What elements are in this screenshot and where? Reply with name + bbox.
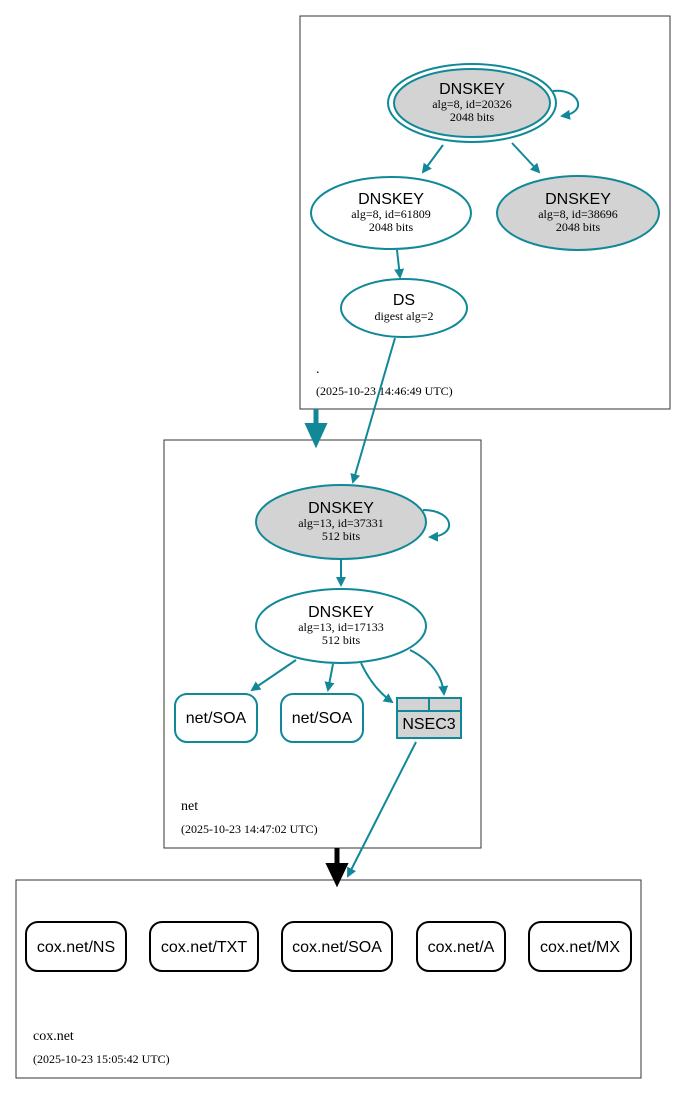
cox-mx-record[interactable]: cox.net/MX	[528, 921, 632, 972]
rr-box	[149, 921, 259, 972]
node-alg: alg=13, id=17133	[298, 620, 384, 634]
rr-label: cox.net/A	[428, 939, 495, 956]
delegation-arrow-net-to-cox-net	[325, 848, 349, 888]
root-dnskey-zsk-61809[interactable]: DNSKEY alg=8, id=61809 2048 bits	[310, 176, 472, 250]
cox-soa-record[interactable]: cox.net/SOA	[281, 921, 393, 972]
zsk-ellipse	[496, 175, 660, 251]
rr-box	[174, 693, 258, 743]
net-dnskey-ksk-37331[interactable]: DNSKEY alg=13, id=37331 512 bits	[255, 484, 427, 560]
zsk-ellipse	[310, 176, 472, 250]
edge-nsec3-to-cox-net	[347, 741, 417, 878]
rr-label: net/SOA	[186, 710, 247, 727]
rr-box	[281, 921, 393, 972]
zone-name: .	[316, 362, 320, 377]
net-soa-record-2[interactable]: net/SOA	[280, 693, 364, 743]
root-ksk-self-loop	[552, 89, 579, 120]
node-bits: 2048 bits	[450, 110, 495, 124]
root-dnskey-zsk-38696[interactable]: DNSKEY alg=8, id=38696 2048 bits	[496, 175, 660, 251]
zone-root: DNSKEY alg=8, id=20326 2048 bits DNSKEY …	[299, 15, 671, 410]
rr-label: cox.net/NS	[37, 939, 115, 956]
zsk-ellipse	[255, 588, 427, 664]
rr-box	[416, 921, 506, 972]
node-title: DNSKEY	[308, 500, 374, 517]
node-title: DNSKEY	[545, 191, 611, 208]
node-alg: alg=8, id=38696	[538, 207, 618, 221]
edge-zsk-to-nsec3-b	[409, 649, 449, 696]
ds-ellipse	[340, 278, 468, 338]
ksk-outer-ring	[387, 63, 557, 143]
rr-box	[25, 921, 127, 972]
node-title: DNSKEY	[358, 191, 424, 208]
root-ds[interactable]: DS digest alg=2	[340, 278, 468, 338]
rr-label: net/SOA	[292, 710, 353, 727]
node-alg: alg=8, id=61809	[351, 207, 431, 221]
zone-cox-net-box	[15, 879, 642, 1079]
edge-zsk1-to-ds	[394, 249, 405, 279]
zone-timestamp: (2025-10-23 14:46:49 UTC)	[316, 384, 453, 398]
edge-ds-to-net-ksk	[350, 337, 396, 484]
rr-label: cox.net/TXT	[161, 939, 247, 956]
rr-box	[280, 693, 364, 743]
zone-name: cox.net	[33, 1029, 74, 1044]
nsec3-label: NSEC3	[402, 716, 455, 733]
rr-label: cox.net/MX	[540, 939, 620, 956]
node-alg: alg=8, id=20326	[432, 97, 512, 111]
net-soa-record-1[interactable]: net/SOA	[174, 693, 258, 743]
node-alg: alg=13, id=37331	[298, 516, 384, 530]
cox-ns-record[interactable]: cox.net/NS	[25, 921, 127, 972]
zone-name: net	[181, 799, 198, 814]
rr-label: cox.net/SOA	[292, 939, 382, 956]
edge-ksk-to-zsk2	[511, 142, 541, 174]
edge-zsk-to-soa2	[324, 663, 335, 692]
node-title: DNSKEY	[439, 81, 505, 98]
edge-zsk-to-nsec3-a	[360, 662, 394, 704]
rr-box	[528, 921, 632, 972]
node-bits: 2048 bits	[369, 220, 414, 234]
node-bits: 512 bits	[322, 529, 361, 543]
net-ksk-self-loop	[422, 509, 450, 542]
root-dnskey-ksk[interactable]: DNSKEY alg=8, id=20326 2048 bits	[387, 63, 557, 143]
ksk-ellipse	[255, 484, 427, 560]
zone-net: DNSKEY alg=13, id=37331 512 bits DNSKEY …	[163, 439, 482, 849]
delegation-arrow-root-to-net	[304, 409, 328, 449]
node-title: DNSKEY	[308, 604, 374, 621]
cox-txt-record[interactable]: cox.net/TXT	[149, 921, 259, 972]
net-nsec3[interactable]: NSEC3	[396, 697, 462, 739]
ksk-ellipse	[393, 68, 551, 138]
node-bits: 512 bits	[322, 633, 361, 647]
node-title: DS	[393, 292, 415, 309]
node-bits: 2048 bits	[556, 220, 601, 234]
zone-cox-net: cox.net/NS cox.net/TXT cox.net/SOA cox.n…	[15, 879, 642, 1079]
cox-a-record[interactable]: cox.net/A	[416, 921, 506, 972]
net-dnskey-zsk-17133[interactable]: DNSKEY alg=13, id=17133 512 bits	[255, 588, 427, 664]
edge-ksk-to-zsk1	[421, 144, 444, 174]
zone-timestamp: (2025-10-23 14:47:02 UTC)	[181, 822, 318, 836]
edge-zsk-to-soa1	[250, 659, 297, 692]
node-digest: digest alg=2	[374, 309, 433, 323]
zone-timestamp: (2025-10-23 15:05:42 UTC)	[33, 1052, 170, 1066]
